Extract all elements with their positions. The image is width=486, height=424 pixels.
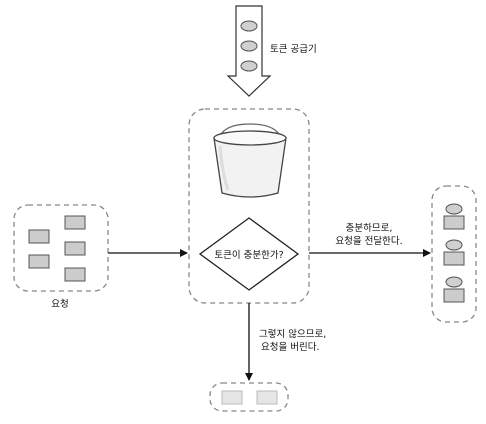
bucket-icon (213, 123, 287, 198)
forwarded-requests-border (431, 185, 477, 323)
token-supply: 토큰 공급기 (226, 5, 317, 97)
requests-group: 요청 (13, 204, 109, 310)
forwarded-requests-group (431, 185, 477, 323)
request-icon (256, 390, 278, 405)
discard-label-line2: 요청을 버린다. (261, 342, 319, 353)
request-icon (64, 241, 86, 256)
token-icon (240, 20, 258, 32)
token-icon (240, 40, 258, 52)
request-icon (221, 390, 243, 405)
request-icon (443, 288, 465, 303)
request-icon (443, 251, 465, 266)
forward-label-line1: 충분하므로, (346, 222, 393, 234)
request-icon (28, 254, 50, 269)
requests-label: 요청 (51, 299, 68, 310)
bucket-container: 토큰이 충분한가? (188, 108, 310, 304)
discard-label-line1: 그렇지 않으므로, (259, 329, 326, 340)
forward-label-line2: 요청을 전달한다. (335, 235, 402, 247)
token-icon (445, 203, 463, 215)
requests-border (13, 204, 109, 292)
discarded-requests-border (209, 382, 289, 412)
token-icon (240, 60, 258, 72)
decision-diamond: 토큰이 충분한가? (198, 217, 300, 291)
request-icon (28, 229, 50, 244)
decision-label: 토큰이 충분한가? (214, 250, 283, 261)
token-icon (445, 276, 463, 288)
request-icon (443, 215, 465, 230)
discarded-requests-group (209, 382, 289, 412)
request-icon (64, 267, 86, 282)
request-icon (64, 215, 86, 230)
token-icon (445, 239, 463, 251)
token-supply-label: 토큰 공급기 (270, 44, 317, 55)
